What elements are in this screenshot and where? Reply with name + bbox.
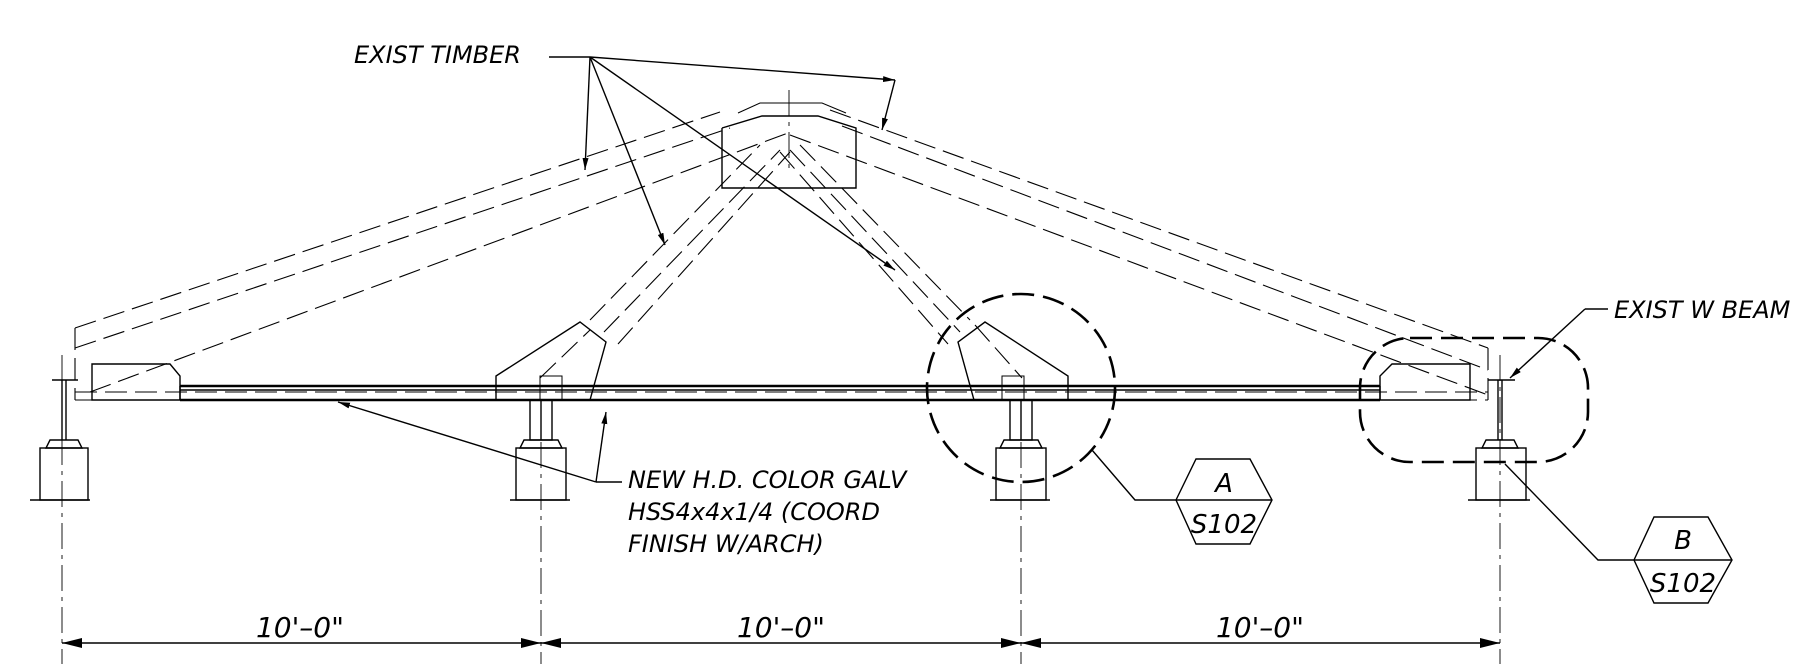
new-member-note-line3: FINISH W/ARCH) bbox=[628, 530, 824, 558]
detail-bubble-b bbox=[1358, 336, 1634, 561]
new-member-callout: NEW H.D. COLOR GALV HSS4x4x1/4 (COORD FI… bbox=[337, 401, 908, 558]
heel-gusset-left bbox=[91, 363, 181, 401]
detail-tag-b: B S102 bbox=[1633, 516, 1733, 604]
exist-w-beam-label: EXIST W BEAM bbox=[1614, 296, 1791, 324]
dimension-string: 10'–0" 10'–0" 10'–0" bbox=[62, 611, 1500, 648]
exist-w-beam-callout: EXIST W BEAM bbox=[1509, 296, 1791, 379]
dimension-label-1: 10'–0" bbox=[256, 611, 344, 644]
existing-timber-rafters bbox=[74, 109, 1489, 401]
new-hss-bottom-chord bbox=[179, 384, 1381, 402]
dimension-label-3: 10'–0" bbox=[1216, 611, 1304, 644]
support-column-1 bbox=[30, 379, 90, 501]
detail-tag-a: A S102 bbox=[1175, 458, 1273, 545]
support-column-2 bbox=[510, 399, 570, 501]
exist-timber-label: EXIST TIMBER bbox=[354, 41, 521, 69]
heel-gusset-right bbox=[1379, 363, 1471, 401]
detail-tag-a-letter: A bbox=[1213, 469, 1233, 499]
web-gusset-right bbox=[957, 321, 1069, 401]
support-column-4 bbox=[1468, 379, 1530, 501]
detail-tag-b-sheet: S102 bbox=[1650, 569, 1716, 599]
support-column-3 bbox=[990, 399, 1050, 501]
exist-timber-callout: EXIST TIMBER bbox=[354, 41, 896, 271]
detail-tag-a-sheet: S102 bbox=[1191, 510, 1257, 540]
ridge-gusset-plate bbox=[721, 90, 857, 189]
detail-bubble-a bbox=[925, 292, 1176, 501]
web-gusset-left bbox=[495, 321, 607, 401]
dimension-label-2: 10'–0" bbox=[737, 611, 825, 644]
new-member-note-line1: NEW H.D. COLOR GALV bbox=[628, 466, 908, 494]
new-member-note-line2: HSS4x4x1/4 (COORD bbox=[628, 498, 880, 526]
grid-lines bbox=[61, 355, 1501, 664]
detail-tag-b-letter: B bbox=[1674, 526, 1692, 556]
